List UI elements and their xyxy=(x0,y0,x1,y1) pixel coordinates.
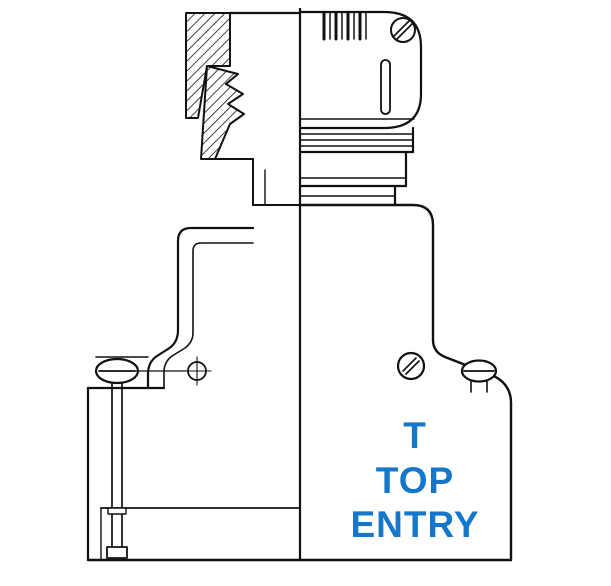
safety-wire-slot xyxy=(380,59,391,115)
bolt-collar xyxy=(107,507,127,515)
exterior-view xyxy=(298,10,513,562)
entry-code-letter: T xyxy=(403,415,427,456)
jackscrew-assembly xyxy=(94,357,140,559)
neck-section-lines xyxy=(214,158,301,206)
center-mark-icon xyxy=(134,356,212,386)
collar-bands xyxy=(298,126,415,207)
entry-word-top: TOP xyxy=(376,460,454,501)
slotted-screw-icon xyxy=(396,351,426,381)
body-section-outline xyxy=(86,226,301,562)
flange-screw-icon xyxy=(460,359,498,393)
bolt-foot xyxy=(106,546,128,559)
entry-word-entry: ENTRY xyxy=(350,504,479,545)
slotted-screw-icon xyxy=(390,17,416,43)
coupling-nut-exterior xyxy=(298,10,423,130)
hatched-nut-section xyxy=(185,12,245,160)
body-exterior-outline xyxy=(298,203,513,562)
top-entry-label: T TOP ENTRY xyxy=(350,415,479,545)
cross-section-view xyxy=(86,11,302,562)
knurl-band xyxy=(322,11,367,41)
